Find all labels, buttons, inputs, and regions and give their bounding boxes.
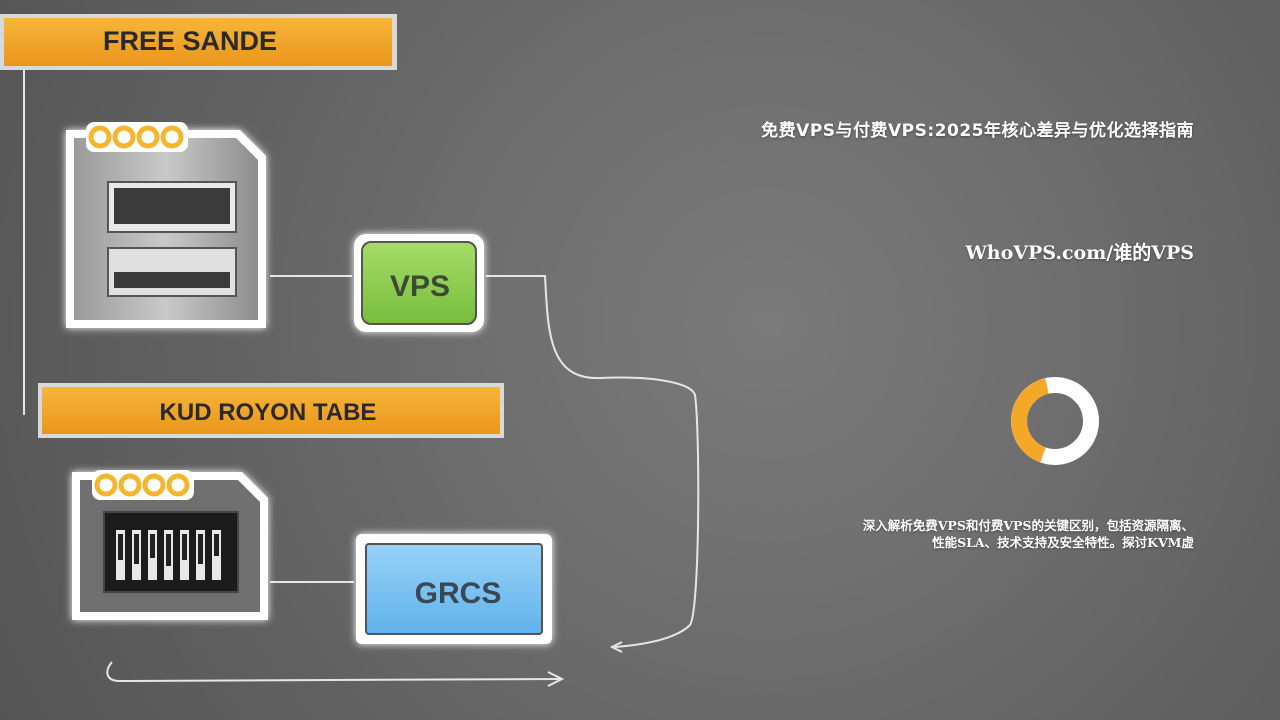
article-title: 免费VPS与付费VPS:2025年核心差异与优化选择指南 bbox=[761, 121, 1194, 141]
label-middle: KUD ROYON TABE bbox=[38, 383, 504, 438]
vps-screen-text: VPS bbox=[390, 270, 450, 303]
label-top-text: FREE SANDE bbox=[103, 26, 277, 56]
status-lights-bottom bbox=[92, 470, 194, 500]
server-box-top bbox=[66, 130, 266, 328]
connector-lines bbox=[23, 68, 700, 687]
description-line-2: 性能SLA、技术支持及安全特性。探讨KVM虚 bbox=[932, 535, 1194, 550]
description-line-1: 深入解析免费VPS和付费VPS的关键区别，包括资源隔离、 bbox=[862, 518, 1194, 533]
grcs-screen-text: GRCS bbox=[415, 577, 502, 610]
site-name: WhoVPS.com/谁的VPS bbox=[965, 242, 1194, 264]
server-box-bottom bbox=[72, 472, 268, 620]
vps-screen: VPS bbox=[354, 234, 484, 332]
grcs-screen: GRCS bbox=[356, 534, 552, 644]
label-middle-text: KUD ROYON TABE bbox=[160, 399, 377, 426]
article-description: 深入解析免费VPS和付费VPS的关键区别，包括资源隔离、 性能SLA、技术支持及… bbox=[774, 517, 1194, 551]
label-top: FREE SANDE bbox=[0, 14, 397, 70]
loading-spinner-icon bbox=[1011, 377, 1099, 465]
status-lights-top bbox=[86, 122, 188, 152]
